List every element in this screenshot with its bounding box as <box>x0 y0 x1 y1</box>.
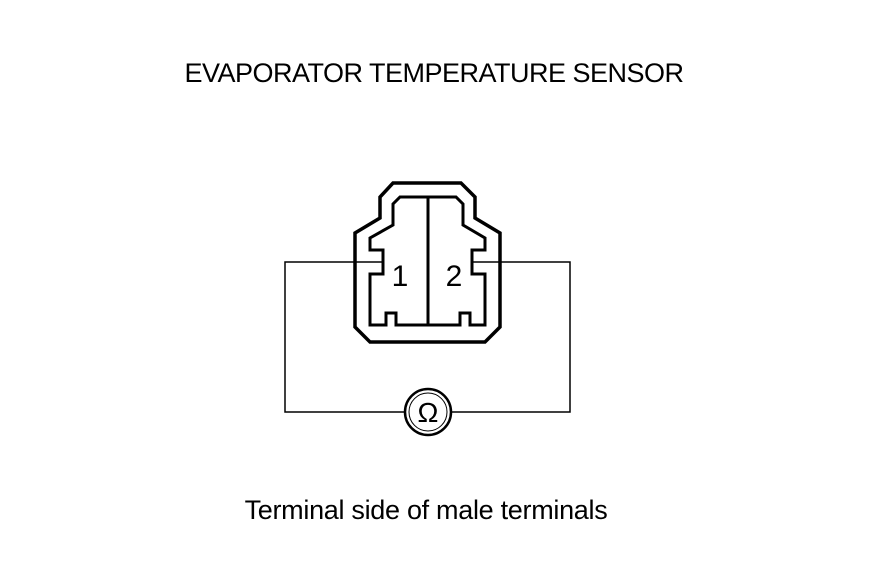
ohmmeter-circle <box>403 387 453 437</box>
wire-terminal-2 <box>451 261 571 413</box>
wire-terminal-1 <box>284 261 405 413</box>
ohmmeter-inner-ring <box>408 392 448 432</box>
terminal-2-label: 2 <box>446 260 463 293</box>
connector-inner-outline <box>368 195 487 327</box>
connector-housing <box>353 181 502 344</box>
meter-circuit <box>284 261 571 413</box>
ohmmeter-icon: Ω <box>403 387 453 437</box>
diagram-title: EVAPORATOR TEMPERATURE SENSOR <box>184 58 683 88</box>
ohm-symbol: Ω <box>418 397 439 428</box>
connector-outer-outline <box>353 181 502 344</box>
diagram-caption: Terminal side of male terminals <box>245 495 608 525</box>
terminal-1-label: 1 <box>392 260 409 293</box>
